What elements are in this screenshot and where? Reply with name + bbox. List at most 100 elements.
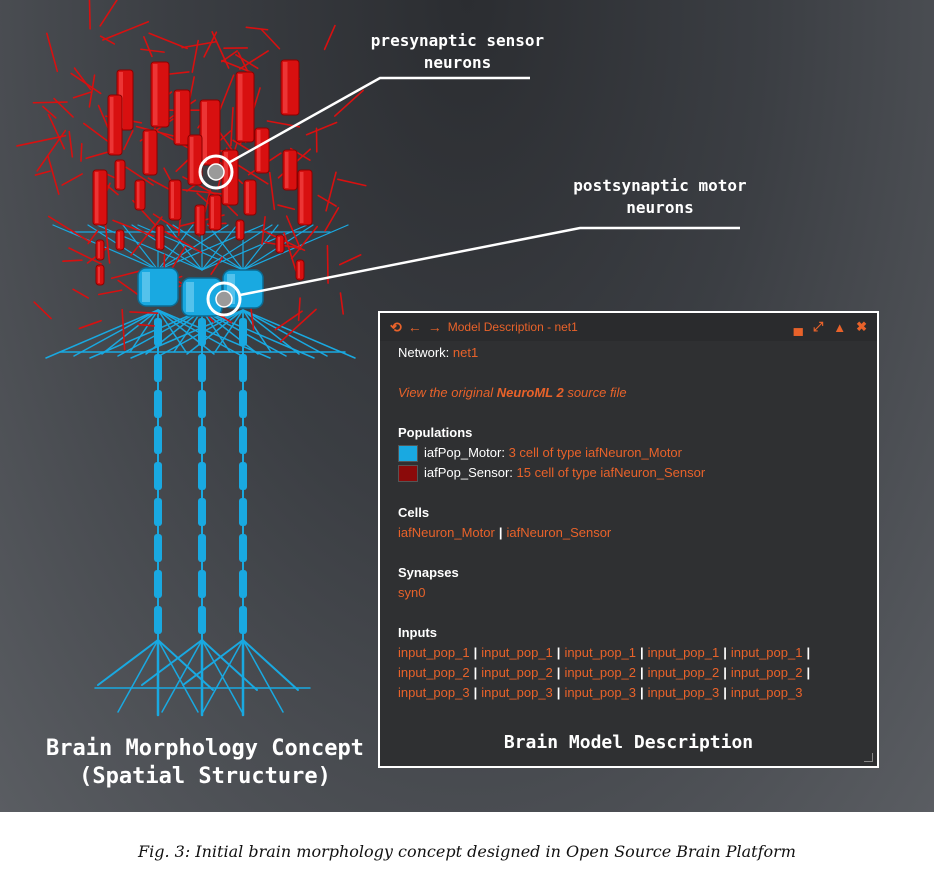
sensor-color-swatch [398,465,418,483]
population-link-sensor[interactable]: 15 cell of type iafNeuron_Sensor [516,465,706,480]
motor-axon-segment [198,462,206,490]
sensor-dendrite [268,171,276,211]
sensor-soma-highlight [110,97,114,153]
population-name-sensor: iafPop_Sensor: [424,465,513,480]
cell-link-motor[interactable]: iafNeuron_Motor [398,525,495,540]
motor-dendrite [201,309,315,359]
sensor-soma-highlight [278,237,280,251]
sensor-soma-highlight [300,172,304,223]
input-link[interactable]: input_pop_2 [398,665,470,680]
sensor-soma-highlight [145,132,149,173]
motor-axon-segment [154,534,162,562]
sensor-dendrite [211,31,230,69]
resize-handle[interactable] [864,753,873,762]
panel-body: Network: net1 View the original NeuroML … [380,341,877,705]
maximize-icon[interactable]: ⤢ [812,319,824,334]
sensor-dendrite [140,48,165,53]
motor-axon-segment [239,534,247,562]
sensor-dendrite [32,101,68,104]
motor-axon-segment [154,606,162,634]
input-link[interactable]: input_pop_3 [481,685,553,700]
cells-row: iafNeuron_Motor|iafNeuron_Sensor [398,525,612,540]
inputs-row: input_pop_3|input_pop_3|input_pop_3|inpu… [398,683,859,703]
sensor-soma-highlight [137,182,140,208]
motor-axon-segment [154,426,162,454]
neuron-scene[interactable] [0,0,934,812]
inputs-row: input_pop_2|input_pop_2|input_pop_2|inpu… [398,663,859,683]
presynaptic-leader-line [229,76,530,164]
sensor-dendrite [260,28,281,50]
input-link[interactable]: input_pop_1 [398,645,470,660]
sensor-dendrite [164,230,203,254]
panel-caption: Brain Model Description [503,732,754,753]
sensor-dendrite [72,91,92,99]
separator: | [473,665,478,680]
morphology-caption-line2: (Spatial Structure) [79,764,331,789]
separator: | [806,665,811,680]
motor-axon-segment [154,498,162,526]
motor-axon-segment [239,354,247,382]
input-link[interactable]: input_pop_2 [730,665,803,680]
input-link[interactable]: input_pop_1 [730,645,803,660]
collapse-icon[interactable]: ▲ [833,319,847,335]
separator: | [640,645,644,660]
sensor-dendrite [182,189,227,196]
sensor-dendrite [47,215,92,243]
motor-axon-segment [198,498,206,526]
postsynaptic-leader-line [239,226,740,297]
forward-arrow-icon[interactable]: → [427,319,442,335]
input-link[interactable]: input_pop_3 [564,685,637,700]
sensor-dendrite [68,130,74,158]
input-link[interactable]: input_pop_3 [730,685,803,700]
network-row: Network: net1 [398,343,859,363]
motor-dendrite [157,309,187,353]
history-icon[interactable]: ⟲ [390,318,402,335]
sensor-dendrite [62,259,83,263]
sensor-dendrite [191,39,200,73]
viewer-canvas[interactable]: presynaptic sensor neurons postsynaptic … [0,0,934,812]
separator: | [473,645,478,660]
sensor-dendrite [283,232,297,273]
panel-header: ⟲ ← → Model Description - net1 ▄ ⤢ ▲ ✖ [380,313,877,341]
sensor-dendrite [277,204,296,211]
input-link[interactable]: input_pop_1 [564,645,637,660]
sensor-soma [168,179,182,221]
postsynaptic-marker-dot [215,290,233,308]
sensor-soma-highlight [202,102,207,163]
synapses-header: Synapses [398,565,459,580]
input-link[interactable]: input_pop_3 [647,685,720,700]
cell-link-sensor[interactable]: iafNeuron_Sensor [506,525,612,540]
input-link[interactable]: input_pop_1 [647,645,720,660]
sensor-soma-highlight [257,130,261,171]
sensor-dendrite [143,36,153,58]
sensor-dendrite [85,151,108,160]
input-link[interactable]: input_pop_3 [398,685,470,700]
sensor-soma-highlight [176,92,180,143]
sensor-dendrite [274,310,303,331]
motor-color-swatch [398,445,418,463]
network-link[interactable]: net1 [452,345,479,360]
sensor-dendrite [123,129,134,151]
sensor-dendrite [97,289,123,296]
input-link[interactable]: input_pop_1 [481,645,553,660]
synapse-link[interactable]: syn0 [398,585,426,600]
axon-terminal [161,639,203,713]
separator: | [723,685,727,700]
sensor-soma-highlight [95,172,99,223]
motor-axon-segment [154,354,162,382]
minimize-icon[interactable]: ▄ [793,319,803,335]
sensor-soma [243,179,257,216]
input-link[interactable]: input_pop_2 [481,665,553,680]
input-link[interactable]: input_pop_2 [647,665,720,680]
close-icon[interactable]: ✖ [856,319,867,334]
sensor-dendrite [323,24,336,51]
sensor-dendrite [70,72,102,95]
motor-soma-highlight [186,282,194,312]
source-file-link[interactable]: View the original NeuroML 2 source file [398,383,859,403]
sensor-dendrite [68,247,102,265]
axon-terminal [242,639,284,713]
population-link-motor[interactable]: 3 cell of type iafNeuron_Motor [508,445,682,460]
back-arrow-icon[interactable]: ← [407,319,422,335]
input-link[interactable]: input_pop_2 [564,665,637,680]
sensor-dendrite [338,254,362,266]
